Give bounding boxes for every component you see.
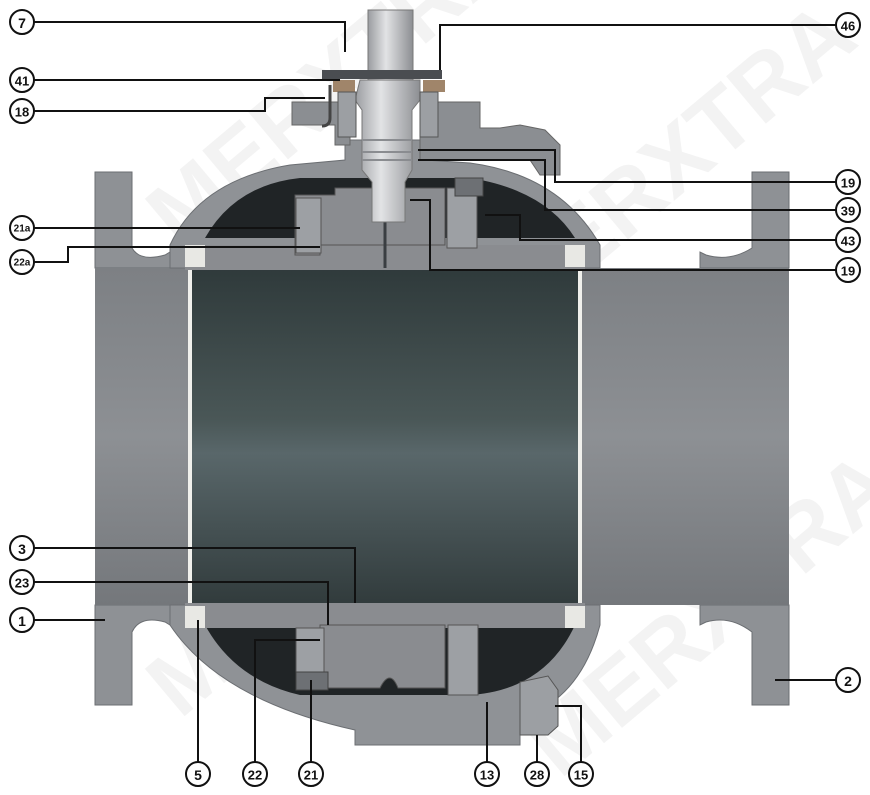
left-pipe-section (95, 268, 195, 605)
svg-text:21: 21 (304, 768, 318, 783)
callout-23: 23 (9, 569, 35, 595)
callout-41: 41 (9, 67, 35, 93)
valve-stem (321, 9, 445, 223)
left-flange-bottom (94, 604, 171, 706)
valve-bore (190, 268, 580, 605)
callout-21: 21 (298, 761, 324, 787)
callout-19-lower: 19 (835, 257, 861, 283)
svg-text:13: 13 (480, 768, 494, 783)
callout-7: 7 (9, 9, 35, 35)
svg-text:7: 7 (18, 15, 26, 31)
drain-plug (519, 675, 559, 736)
callout-15: 15 (568, 761, 594, 787)
svg-text:39: 39 (841, 204, 855, 219)
callout-22a: 22a (9, 249, 35, 275)
callout-43: 43 (835, 227, 861, 253)
svg-text:22a: 22a (14, 258, 31, 269)
svg-text:1: 1 (18, 613, 26, 629)
svg-text:46: 46 (841, 19, 855, 34)
svg-text:28: 28 (530, 768, 544, 783)
seat-ring-br (565, 606, 585, 628)
right-flange-bottom (699, 604, 790, 706)
callout-18: 18 (9, 98, 35, 124)
svg-text:3: 3 (18, 541, 26, 557)
right-pipe-section (580, 268, 789, 605)
stem-top (367, 9, 414, 81)
callout-1: 1 (9, 607, 35, 633)
svg-text:41: 41 (15, 74, 29, 89)
packing-right-2 (419, 91, 439, 138)
seat-ring-bl (185, 606, 205, 628)
svg-text:21a: 21a (14, 224, 31, 235)
svg-text:5: 5 (194, 767, 202, 783)
seat-ring-tl (185, 245, 205, 267)
packing-left-2 (337, 91, 357, 138)
callout-39: 39 (835, 197, 861, 223)
bolt-left (321, 85, 332, 128)
callout-13: 13 (474, 761, 500, 787)
gland-plate (322, 70, 442, 79)
svg-text:15: 15 (574, 768, 588, 783)
callout-3: 3 (9, 535, 35, 561)
upper-bushing (454, 177, 484, 197)
callout-19-upper: 19 (835, 169, 861, 195)
svg-text:23: 23 (15, 576, 29, 591)
callout-28: 28 (524, 761, 550, 787)
svg-text:18: 18 (15, 105, 29, 120)
svg-text:22: 22 (248, 768, 262, 783)
upper-seat-left (295, 197, 322, 254)
seat-ring-tr (565, 245, 585, 267)
leader-lines (34, 21, 836, 762)
callout-21a: 21a (9, 215, 35, 241)
lower-trunnion (319, 624, 446, 689)
svg-text:19: 19 (841, 176, 855, 191)
upper-seat-right (446, 187, 478, 249)
packing-right (423, 80, 445, 92)
callout-22: 22 (242, 761, 268, 787)
lower-seat-right (447, 624, 479, 696)
svg-text:2: 2 (844, 673, 852, 689)
ball-bottom-band (185, 603, 585, 628)
callout-46: 46 (835, 12, 861, 38)
packing-left (333, 80, 355, 92)
svg-text:43: 43 (841, 234, 855, 249)
callout-2: 2 (835, 667, 861, 693)
upper-trunnion (294, 187, 446, 256)
callout-5: 5 (185, 761, 211, 787)
svg-text:19: 19 (841, 264, 855, 279)
